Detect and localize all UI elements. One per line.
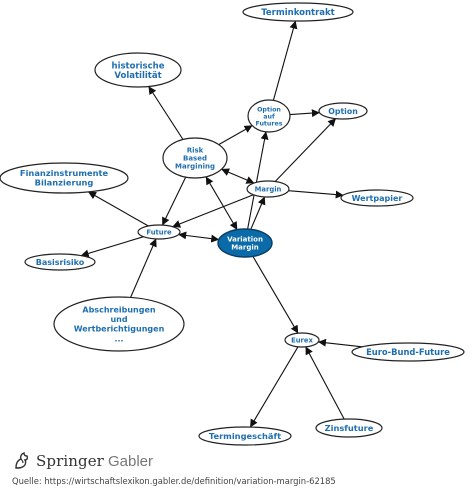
node-option-label-line: Option [328,107,358,116]
edge-margin-to-option [274,118,337,182]
edge-risk-based-margining-to-margin [221,168,255,184]
edge-future-to-finanzinstrumente-bilanzierung [88,191,149,227]
node-termingeschaeft[interactable]: Termingeschäft [198,426,292,446]
node-future-shape [137,224,181,240]
node-risk-based-margining-shape [162,137,228,179]
node-risk-based-margining-label-line: Margining [175,163,215,171]
node-basisrisiko-label-line: Basisrisiko [36,258,85,267]
node-basisrisiko[interactable]: Basisrisiko [24,253,96,271]
node-wertpapier-shape [340,189,414,207]
node-wertpapier[interactable]: Wertpapier [340,189,414,207]
concept-map: Terminkontrakt historischeVolatilitätOpti… [0,2,465,446]
node-margin-shape [246,180,290,198]
node-termingeschaeft-shape [198,426,292,446]
node-risk-based-margining-label-line: Based [183,155,207,163]
node-termingeschaeft-label-line: Termingeschäft [209,431,281,441]
node-variation-margin-label-line: Margin [231,244,259,252]
edge-variation-margin-to-option-auf-futures [247,131,269,230]
node-finanzinstrumente-bilanzierung-label-line: Bilanzierung [35,178,94,188]
node-zinsfuture-label-line: Zinsfuture [325,423,374,433]
node-eurex-shape [284,332,320,348]
node-margin-label-line: Margin [255,185,282,193]
node-eurex[interactable]: Eurex [284,332,320,348]
node-abschreibungen-shape [53,296,185,352]
edge-variation-margin-to-risk-based-margining [205,176,238,230]
node-zinsfuture-shape [315,418,383,438]
node-euro-bund-future[interactable]: Euro-Bund-Future [351,342,465,362]
node-wertpapier-label-line: Wertpapier [352,194,403,203]
footer: Springer Gabler Quelle: https://wirtscha… [12,450,472,486]
node-option-auf-futures-label-line: Option [257,106,281,113]
node-abschreibungen-label-line: Wertberichtigungen [74,325,165,334]
edge-variation-margin-to-margin [250,196,266,230]
node-abschreibungen-label-line: und [110,315,127,324]
nodes-layer: Terminkontrakt historischeVolatilitätOpti… [0,2,465,446]
brand-sub-name: Gabler [107,452,153,470]
edge-option-auf-futures-to-terminkontrakt [272,20,298,101]
node-terminkontrakt-shape [242,2,354,22]
node-option-shape [318,102,368,120]
node-historische-volatilitaet-label-line: Volatilität [114,71,161,81]
node-basisrisiko-shape [24,253,96,271]
edge-risk-based-margining-to-future [161,176,187,226]
node-finanzinstrumente-bilanzierung-label-line: Finanzinstrumente [20,168,109,178]
springer-horse-icon [15,452,29,469]
edge-future-to-basisrisiko [80,236,144,258]
node-historische-volatilitaet-label-line: historische [112,61,165,71]
node-margin[interactable]: Margin [246,180,290,198]
edge-abschreibungen-to-future [130,238,157,298]
edge-risk-based-margining-to-historische-volatilitaet [148,86,184,140]
node-zinsfuture[interactable]: Zinsfuture [315,418,383,438]
node-finanzinstrumente-bilanzierung-shape [0,162,129,194]
node-euro-bund-future-shape [351,342,465,362]
edge-zinsfuture-to-eurex [305,346,345,420]
node-option[interactable]: Option [318,102,368,120]
node-future[interactable]: Future [137,224,181,240]
publisher-logo: Springer Gabler [12,450,472,472]
brand-name: Springer [36,452,104,470]
edge-variation-margin-to-future [178,231,220,243]
edge-variation-margin-to-eurex [252,256,299,334]
node-risk-based-margining-label-line: Risk [187,146,204,154]
node-option-auf-futures-label-line: auf [263,113,275,120]
node-terminkontrakt-label-line: Terminkontrakt [261,8,334,18]
node-option-auf-futures-label-line: Futures [255,120,282,127]
source-citation[interactable]: Quelle: https://wirtschaftslexikon.gable… [12,476,336,486]
node-variation-margin-label-line: Variation [227,236,263,244]
edge-eurex-to-termingeschaeft [249,346,299,428]
node-option-auf-futures-shape [247,99,291,133]
edge-risk-based-margining-to-option-auf-futures [218,125,253,146]
edge-margin-to-wertpapier [288,190,344,199]
node-abschreibungen-label-line: ... [114,334,123,343]
edge-margin-to-future [172,194,254,228]
node-euro-bund-future-label-line: Euro-Bund-Future [366,347,450,357]
node-variation-margin-shape [217,228,273,258]
edge-euro-bund-future-to-eurex [318,338,363,348]
node-abschreibungen[interactable]: AbschreibungenundWertberichtigungen... [53,296,185,352]
node-future-label-line: Future [146,228,172,236]
node-terminkontrakt[interactable]: Terminkontrakt [242,2,354,22]
edge-option-auf-futures-to-option [289,109,320,118]
edges-layer [80,20,363,428]
node-eurex-label-line: Eurex [291,336,313,344]
node-historische-volatilitaet-shape [94,52,182,88]
node-abschreibungen-label-line: Abschreibungen [82,306,156,315]
